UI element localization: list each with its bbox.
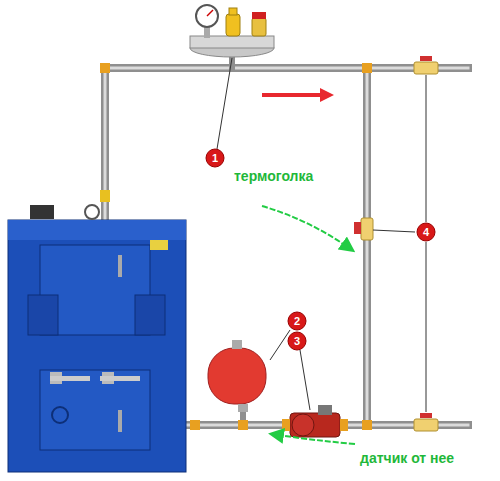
callout-circles: [206, 149, 435, 350]
note-label: термоголка: [234, 168, 313, 184]
circulation-pump: [282, 405, 348, 437]
ball-valves: [414, 56, 438, 431]
callout-number: 3: [288, 332, 306, 350]
callout-number: 1: [206, 149, 224, 167]
boiler: [8, 205, 186, 472]
callout-number: 4: [417, 223, 435, 241]
note-label: датчик от нее: [360, 450, 454, 466]
thermo-valve: [354, 218, 373, 240]
pointer-arrows: [262, 206, 355, 444]
callout-number: 2: [288, 312, 306, 330]
flow-arrow: [262, 88, 334, 102]
safety-group: [190, 5, 274, 57]
leader-lines: [217, 58, 426, 412]
expansion-tank: [208, 340, 266, 412]
